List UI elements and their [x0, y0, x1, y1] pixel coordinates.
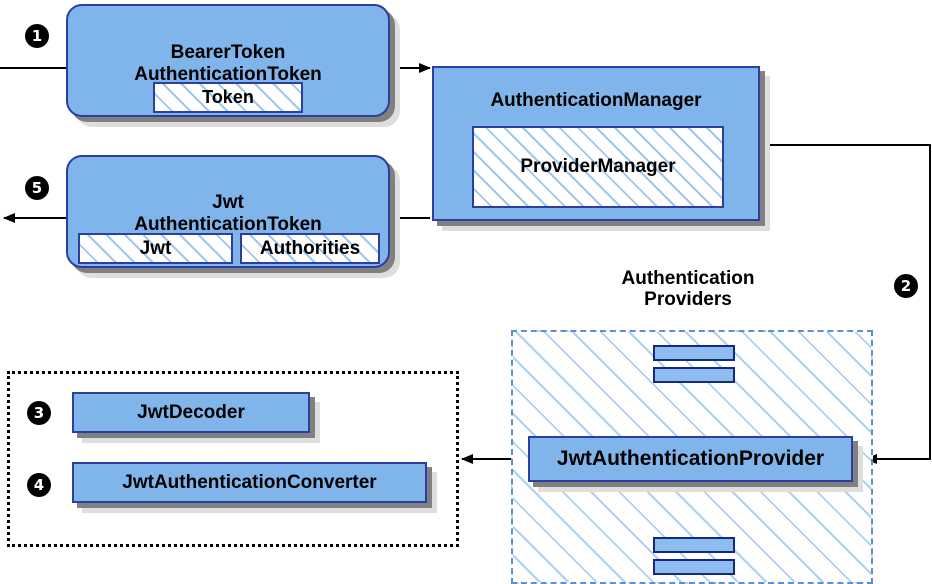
node-bearer-token-authentication-token[interactable]: BearerToken AuthenticationToken Token [66, 4, 390, 117]
jwt-token-title-line1: Jwt [212, 192, 244, 214]
authentication-providers-caption: Authentication Providers [588, 268, 788, 311]
jwt-token-field-jwt: Jwt [78, 233, 233, 264]
provider-placeholder-bar-top-2 [653, 367, 735, 383]
jwt-support-pool [7, 371, 459, 547]
provider-placeholder-bar-top-1 [653, 345, 735, 361]
node-jwt-authentication-converter[interactable]: JwtAuthenticationConverter [72, 462, 427, 503]
jwt-token-title-line2: AuthenticationToken [134, 213, 322, 235]
authentication-providers-caption-line2: Providers [644, 289, 732, 311]
jwt-token-field-authorities: Authorities [240, 233, 380, 264]
bearer-token-field-token: Token [153, 82, 303, 113]
step-badge-1: 1 [25, 24, 49, 48]
authentication-manager-field-provider-manager: ProviderManager [472, 126, 724, 208]
step-badge-4: 4 [27, 473, 51, 497]
authentication-manager-title: AuthenticationManager [490, 90, 702, 111]
authentication-providers-caption-line1: Authentication [621, 268, 755, 289]
bearer-token-title-line1: BearerToken [170, 42, 286, 64]
node-jwt-decoder[interactable]: JwtDecoder [72, 392, 310, 433]
step-badge-5: 5 [25, 176, 49, 200]
step-badge-2: 2 [894, 274, 918, 298]
provider-placeholder-bar-bottom-1 [653, 537, 735, 553]
node-jwt-authentication-token[interactable]: Jwt AuthenticationToken Jwt Authorities [66, 155, 390, 268]
step-badge-3: 3 [27, 401, 51, 425]
node-authentication-manager[interactable]: AuthenticationManager ProviderManager [432, 66, 760, 221]
node-jwt-authentication-provider[interactable]: JwtAuthenticationProvider [528, 436, 853, 482]
provider-placeholder-bar-bottom-2 [653, 559, 735, 575]
